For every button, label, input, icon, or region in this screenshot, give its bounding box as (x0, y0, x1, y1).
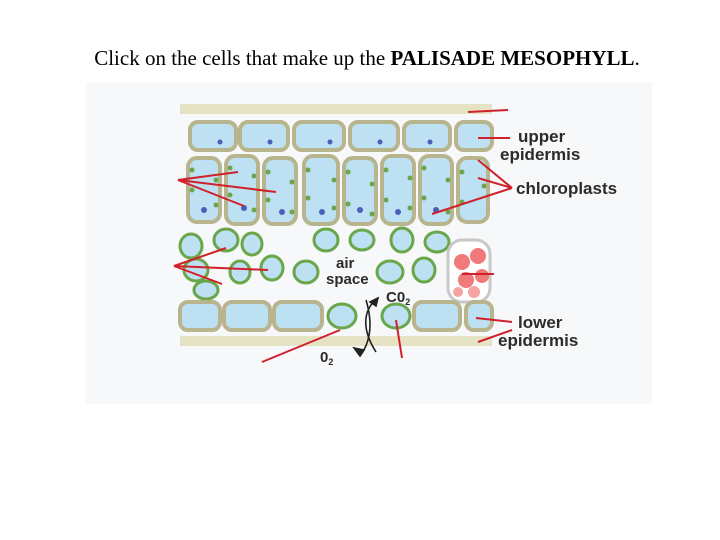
guard-cell[interactable] (380, 302, 412, 330)
lower-epidermis-cell[interactable] (464, 300, 494, 332)
spongy-cell[interactable] (228, 259, 252, 285)
palisade-cell[interactable] (456, 156, 490, 224)
prompt-text-before: Click on the cells that make up the (94, 46, 391, 70)
spongy-cell[interactable] (240, 231, 264, 257)
spongy-cell[interactable] (423, 230, 451, 254)
spongy-cell[interactable] (212, 227, 240, 253)
spongy-cell[interactable] (411, 256, 437, 284)
palisade-cell[interactable] (418, 154, 454, 226)
spongy-cell[interactable] (259, 254, 285, 282)
label-air-space-line2: space (326, 271, 369, 288)
lower-epidermis-row (178, 300, 494, 332)
spongy-cell[interactable] (389, 226, 415, 254)
lower-epidermis-cell[interactable] (222, 300, 272, 332)
vascular-bundle (446, 238, 492, 304)
prompt-bold-term: PALISADE MESOPHYLL (390, 46, 635, 70)
palisade-chloroplasts (189, 165, 487, 217)
lower-epidermis-cell[interactable] (178, 300, 222, 332)
upper-epidermis-cell[interactable] (402, 120, 452, 152)
upper-epidermis-cell[interactable] (292, 120, 346, 152)
upper-epidermis-cell[interactable] (188, 120, 238, 152)
prompt-text-after: . (634, 46, 640, 70)
palisade-mesophyll-row (186, 154, 490, 226)
label-chloroplasts: chloroplasts (516, 179, 617, 198)
lower-cuticle (180, 336, 492, 346)
nuclei (201, 139, 439, 215)
spongy-cell[interactable] (178, 232, 204, 260)
lower-epidermis-cell[interactable] (412, 300, 462, 332)
palisade-cell[interactable] (342, 156, 378, 226)
label-upper-epidermis-line2: epidermis (500, 145, 580, 164)
spongy-cell[interactable] (348, 228, 376, 252)
label-lower-epidermis-line1: lower (518, 313, 563, 332)
label-upper-epidermis-line1: upper (518, 127, 566, 146)
upper-epidermis-cell[interactable] (238, 120, 290, 152)
spongy-cell[interactable] (192, 279, 220, 301)
gas-exchange-arrows (352, 296, 380, 358)
upper-epidermis-cell[interactable] (348, 120, 400, 152)
label-o2: 02 (320, 349, 333, 367)
spongy-mesophyll (178, 226, 451, 301)
guard-cell[interactable] (326, 302, 358, 330)
palisade-cell[interactable] (302, 154, 340, 226)
lower-epidermis-cell[interactable] (272, 300, 324, 332)
question-prompt: Click on the cells that make up the PALI… (0, 46, 720, 71)
upper-cuticle (180, 104, 492, 114)
spongy-cell[interactable] (375, 259, 405, 285)
label-air-space-line1: air (336, 255, 355, 272)
spongy-cell[interactable] (292, 259, 320, 285)
upper-epidermis-cell[interactable] (454, 120, 494, 152)
spongy-cell[interactable] (312, 227, 340, 253)
label-pointer-lines (173, 109, 513, 363)
upper-epidermis-row (188, 120, 494, 152)
palisade-cell[interactable] (380, 154, 416, 226)
label-lower-epidermis-line2: epidermis (498, 331, 578, 350)
label-co2: C02 (386, 289, 410, 307)
